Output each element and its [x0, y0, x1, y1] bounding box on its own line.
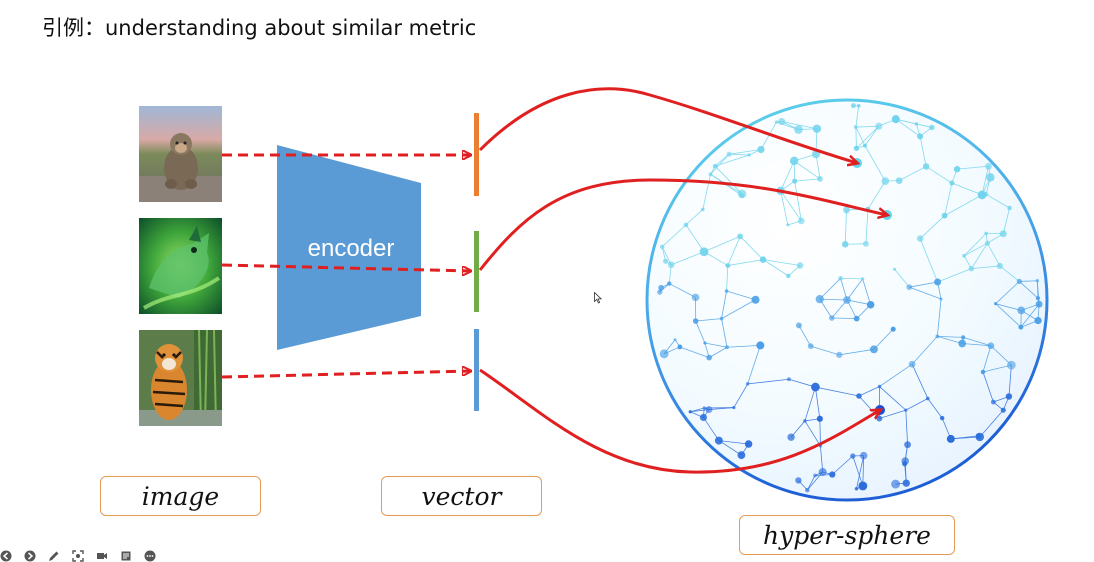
- image-label: image: [141, 481, 220, 511]
- dashed-arrow-3: [221, 371, 470, 379]
- encoder-label: encoder: [308, 235, 395, 262]
- sphere-label: hyper-sphere: [763, 520, 931, 550]
- vector-bar-green: [474, 231, 479, 312]
- slide-title: 引例：understanding about similar metric: [42, 16, 477, 40]
- curve-arrow-3: [479, 368, 880, 474]
- presentation-toolbar: [0, 549, 156, 562]
- focus-icon[interactable]: [72, 549, 84, 562]
- green-cat-photo: [139, 218, 222, 314]
- vector-label-box: vector: [381, 476, 542, 516]
- vector-bar-blue: [474, 329, 479, 411]
- tiger-photo: [139, 330, 222, 426]
- pen-icon[interactable]: [48, 550, 60, 562]
- dashed-arrow-2: [221, 263, 470, 271]
- encoder-shape: [277, 145, 421, 350]
- mouse-cursor-icon: [594, 292, 602, 304]
- camera-icon[interactable]: [96, 550, 108, 562]
- notes-icon[interactable]: [120, 550, 132, 562]
- vector-label: vector: [421, 481, 502, 511]
- monkey-photo: [139, 106, 222, 202]
- more-icon[interactable]: [144, 550, 156, 562]
- back-icon[interactable]: [0, 550, 12, 562]
- curve-arrow-2: [478, 178, 887, 271]
- forward-icon[interactable]: [24, 550, 36, 562]
- image-label-box: image: [100, 476, 261, 516]
- vector-bar-orange: [474, 113, 479, 196]
- curve-arrow-1: [478, 87, 857, 163]
- sphere-label-box: hyper-sphere: [739, 515, 955, 555]
- hyper-sphere: [645, 98, 1049, 502]
